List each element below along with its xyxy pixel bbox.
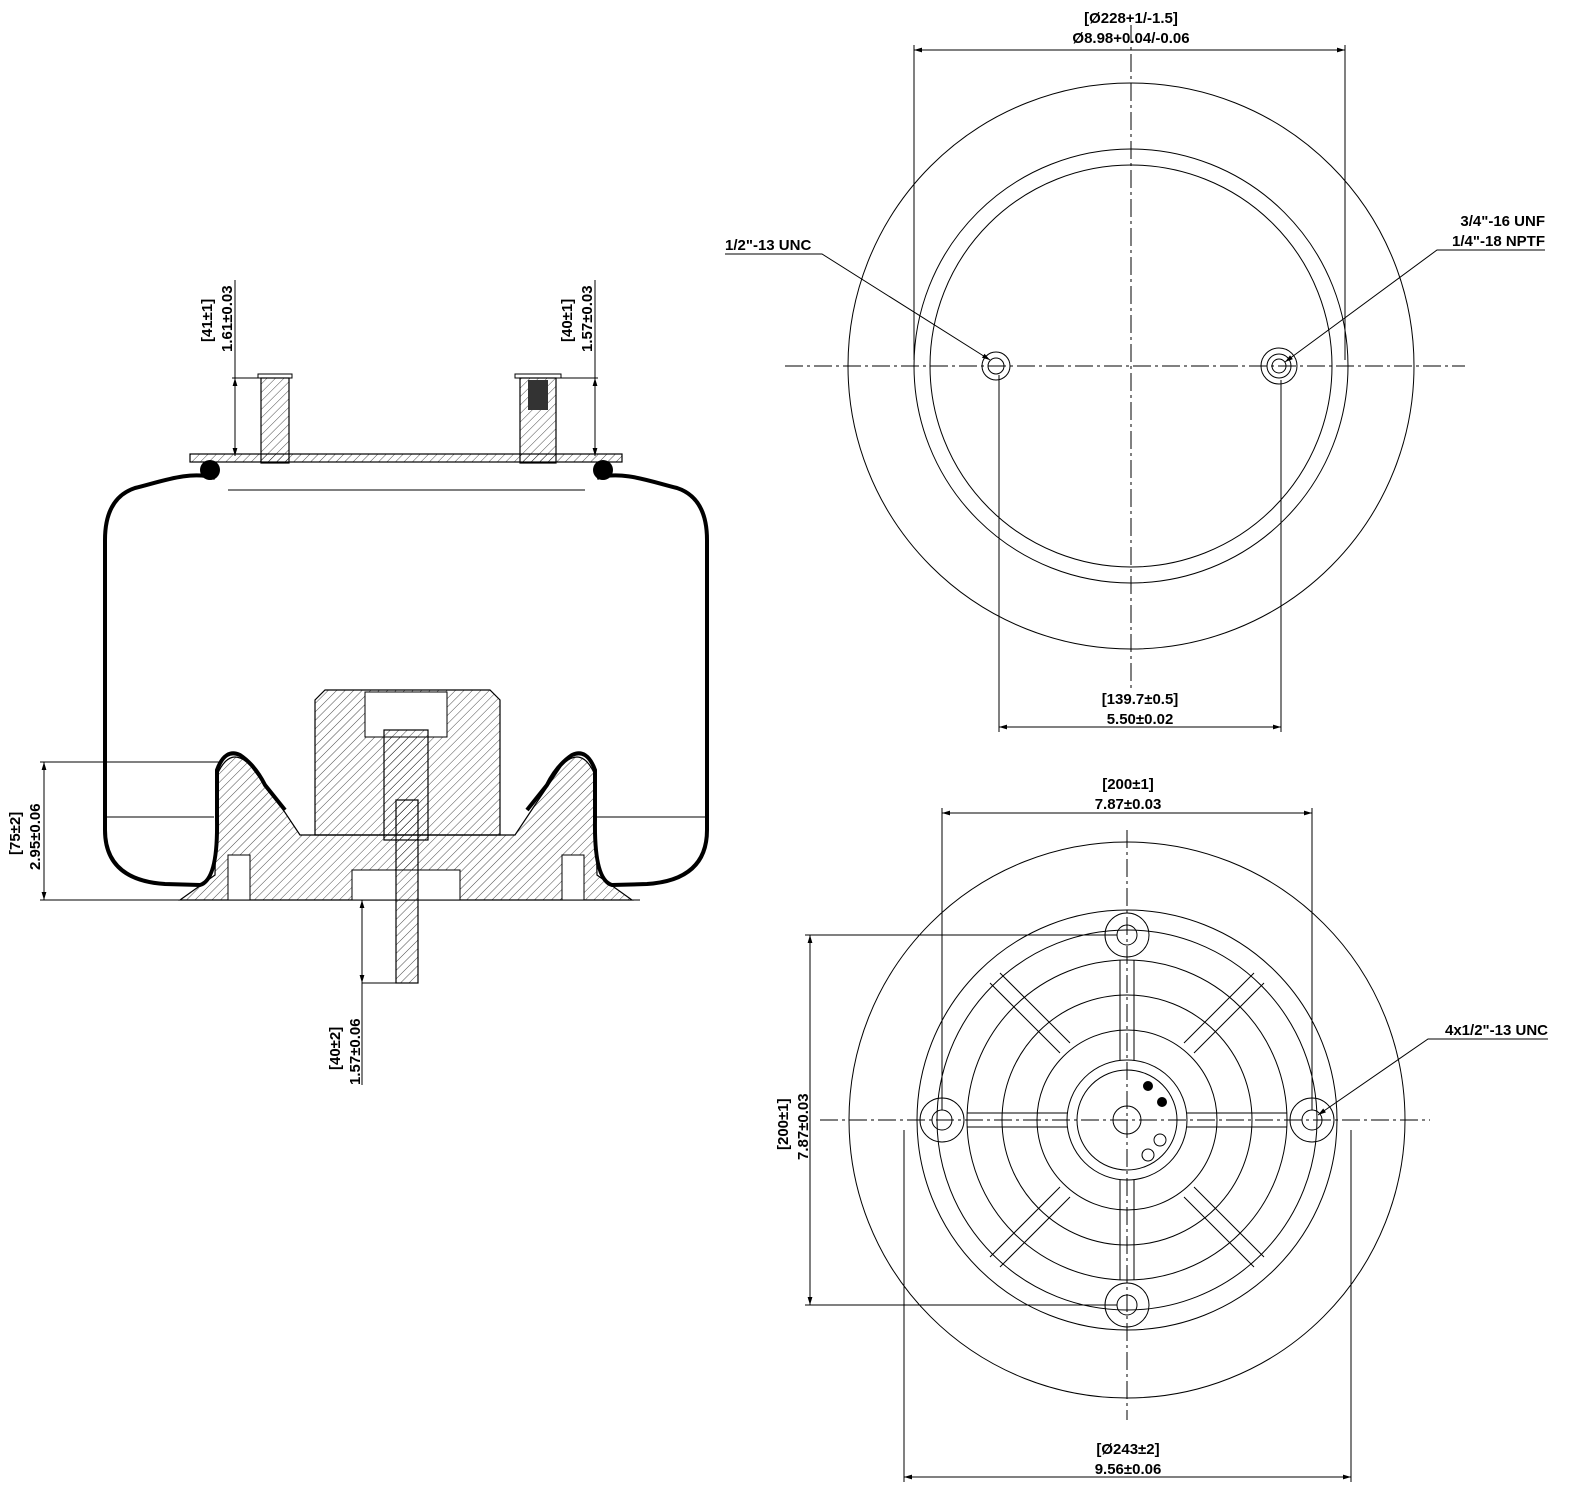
left-thread-label: 1/2"-13 UNC [725, 237, 811, 254]
blind-hole-left [227, 854, 251, 901]
top-stud-left [260, 377, 290, 464]
right-thread-leader [1284, 249, 1545, 363]
top-stud-left-cap [257, 373, 293, 379]
vertical-spacing-imperial: 7.87±0.03 [795, 1093, 812, 1160]
holes-label: 4x1/2"-13 UNC [1445, 1022, 1548, 1039]
air-fitting-hole [1260, 347, 1298, 385]
vertical-spacing-metric: [200±1] [775, 1098, 792, 1150]
left-thread-leader [725, 253, 991, 361]
blind-hole-right [561, 854, 585, 901]
stud-spacing-imperial: 5.50±0.02 [1107, 711, 1174, 728]
piston [178, 756, 634, 901]
top-view: [Ø228+1/-1.5] Ø8.98+0.04/-0.06 [139.7±0.… [725, 10, 1545, 732]
bead-plate [189, 453, 623, 463]
piston-height-metric: [75±2] [7, 812, 24, 855]
side-view: [75±2] 2.95±0.06 [41±1] 1.61±0.03 [40±1]… [7, 280, 709, 1085]
left-stud-metric: [41±1] [199, 299, 216, 342]
right-stud-metric: [40±1] [559, 299, 576, 342]
bottom-view: [200±1] 7.87±0.03 [200±1] 7.87±0.03 [Ø24… [775, 776, 1548, 1482]
bead-right [593, 460, 613, 480]
horizontal-spacing-metric: [200±1] [1102, 776, 1154, 793]
bottom-diameter-metric: [Ø243±2] [1096, 1441, 1159, 1458]
fitting-thread [528, 380, 548, 410]
stud-hole-left [981, 351, 1011, 381]
ribs [967, 960, 1287, 1280]
bottom-stud [395, 799, 419, 984]
bellow-outline [103, 473, 709, 888]
right-thread-label-1: 3/4"-16 UNF [1460, 213, 1545, 230]
stud-spacing-metric: [139.7±0.5] [1102, 691, 1179, 708]
diameter-metric: [Ø228+1/-1.5] [1084, 10, 1178, 27]
bottom-stud-imperial: 1.57±0.06 [347, 1018, 364, 1085]
piston-height-imperial: 2.95±0.06 [27, 803, 44, 870]
air-fitting-cap [514, 373, 562, 379]
horizontal-spacing-imperial: 7.87±0.03 [1095, 796, 1162, 813]
bead-left [200, 460, 220, 480]
right-thread-label-2: 1/4"-18 NPTF [1452, 233, 1545, 250]
right-stud-imperial: 1.57±0.03 [579, 285, 596, 352]
bottom-diameter-imperial: 9.56±0.06 [1095, 1461, 1162, 1478]
bottom-stud-metric: [40±2] [327, 1027, 344, 1070]
holes-leader [1317, 1038, 1548, 1116]
left-stud-imperial: 1.61±0.03 [219, 285, 236, 352]
diameter-imperial: Ø8.98+0.04/-0.06 [1072, 30, 1189, 47]
